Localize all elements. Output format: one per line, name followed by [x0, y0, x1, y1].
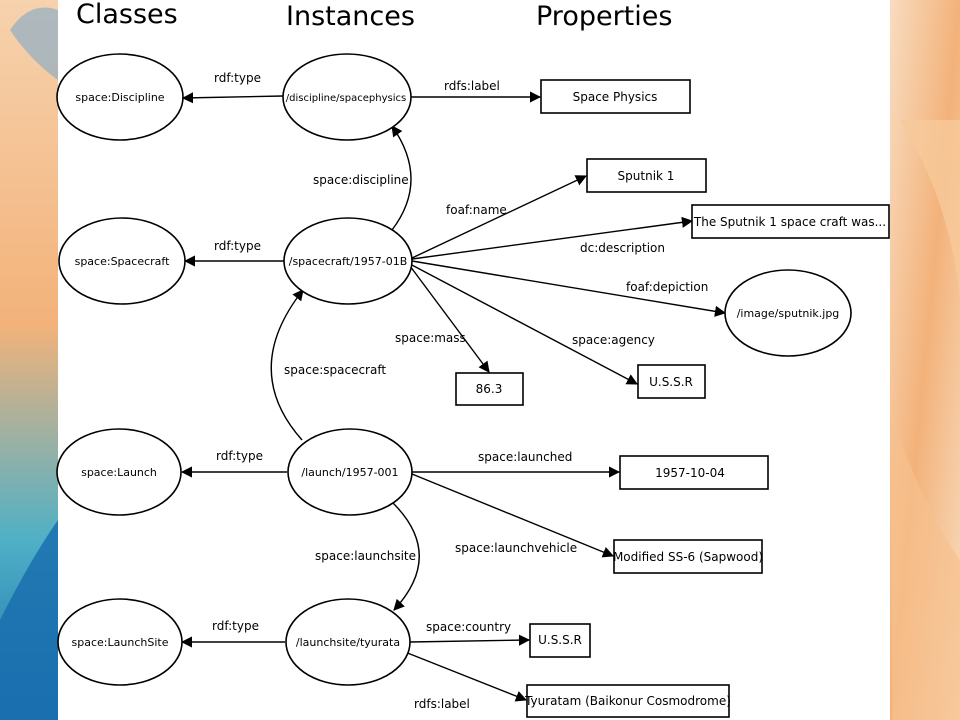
label-space-launchvehicle: space:launchvehicle — [455, 541, 577, 555]
literal-country: U.S.S.R — [529, 623, 591, 658]
literal-site-label: Tyuratam (Baikonur Cosmodrome) — [524, 684, 731, 718]
label-rdf-type-launch: rdf:type — [216, 449, 263, 463]
header-properties: Properties — [536, 1, 672, 32]
instance-node-launch-label: /launch/1957-001 — [301, 466, 398, 479]
class-node-discipline: space:Discipline — [56, 53, 184, 141]
literal-description-text: The Sputnik 1 space craft was... — [693, 215, 886, 229]
literal-space-physics: Space Physics — [540, 79, 691, 114]
instance-node-spacephysics: /discipline/spacephysics — [282, 53, 412, 141]
literal-country-text: U.S.S.R — [538, 633, 582, 647]
label-foaf-depiction: foaf:depiction — [626, 280, 708, 294]
edge-space-agency — [409, 263, 638, 385]
label-rdfs-label-spacephysics: rdfs:label — [444, 79, 500, 93]
edge-foaf-name — [411, 175, 588, 259]
edge-space-launchvehicle — [411, 473, 615, 558]
literal-space-physics-text: Space Physics — [573, 90, 658, 104]
class-nodes: space:Discipline space:Spacecraft space:… — [56, 53, 186, 686]
edge-space-country — [409, 634, 531, 646]
resource-image-label: /image/sputnik.jpg — [737, 307, 840, 320]
label-space-agency: space:agency — [572, 333, 655, 347]
class-node-spacecraft-label: space:Spacecraft — [75, 255, 170, 268]
class-node-launch-label: space:Launch — [81, 466, 157, 479]
resource-image: /image/sputnik.jpg — [724, 269, 852, 357]
label-dc-description: dc:description — [580, 241, 665, 255]
header-instances: Instances — [286, 1, 415, 32]
edge-dc-description — [411, 216, 694, 260]
literal-launched: 1957-10-04 — [619, 455, 769, 490]
edges — [180, 91, 727, 702]
literal-description: The Sputnik 1 space craft was... — [691, 204, 890, 239]
class-node-launchsite: space:LaunchSite — [57, 598, 183, 686]
literal-sputnik-name-text: Sputnik 1 — [618, 169, 675, 183]
header-classes: Classes — [76, 0, 178, 30]
literal-agency-text: U.S.S.R — [649, 375, 693, 389]
instance-node-launchsite-label: /launchsite/tyurata — [296, 636, 400, 649]
edge-labels: rdf:type rdfs:label space:discipline foa… — [212, 71, 708, 711]
edge-space-spacecraft — [270, 289, 304, 441]
left-decor-swirl — [10, 7, 58, 80]
label-rdf-type-launchsite: rdf:type — [212, 619, 259, 633]
literal-vehicle: Modified SS-6 (Sapwood) — [613, 539, 763, 574]
right-decor-wave-lower — [892, 420, 960, 720]
class-node-discipline-label: space:Discipline — [75, 91, 164, 104]
label-space-country: space:country — [426, 620, 511, 634]
label-space-mass: space:mass — [395, 331, 466, 345]
instance-node-spacephysics-label: /discipline/spacephysics — [286, 93, 406, 104]
literal-sputnik-name: Sputnik 1 — [586, 158, 707, 193]
literal-mass: 86.3 — [455, 372, 524, 406]
class-node-launch: space:Launch — [56, 428, 182, 516]
literal-agency: U.S.S.R — [637, 364, 706, 399]
edge-rdf-type-discipline — [181, 92, 284, 104]
literal-site-label-text: Tyuratam (Baikonur Cosmodrome) — [524, 694, 731, 708]
label-space-launchsite: space:launchsite — [315, 549, 416, 563]
edge-space-mass — [409, 265, 490, 373]
edge-foaf-depiction — [411, 260, 727, 317]
label-rdf-type-spacecraft: rdf:type — [214, 239, 261, 253]
instance-node-spacecraft: /spacecraft/1957-01B — [283, 217, 413, 305]
instance-node-spacecraft-label: /spacecraft/1957-01B — [289, 255, 408, 268]
class-node-launchsite-label: space:LaunchSite — [72, 636, 169, 649]
edge-space-discipline — [391, 125, 412, 231]
edge-space-launchsite — [392, 502, 420, 611]
left-decor-wave — [0, 520, 58, 720]
literal-mass-text: 86.3 — [476, 382, 503, 396]
label-space-discipline: space:discipline — [313, 173, 409, 187]
label-space-spacecraft: space:spacecraft — [284, 363, 386, 377]
label-rdfs-label-launchsite: rdfs:label — [414, 697, 470, 711]
instance-node-launchsite: /launchsite/tyurata — [285, 598, 411, 686]
property-nodes: Space Physics Sputnik 1 The Sputnik 1 sp… — [455, 79, 890, 718]
instance-node-launch: /launch/1957-001 — [287, 428, 413, 516]
label-foaf-name: foaf:name — [446, 203, 507, 217]
right-decor-wave — [900, 120, 960, 300]
label-space-launched: space:launched — [478, 450, 572, 464]
class-node-spacecraft: space:Spacecraft — [58, 217, 186, 305]
literal-launched-text: 1957-10-04 — [655, 466, 725, 480]
instance-nodes: /discipline/spacephysics /spacecraft/195… — [282, 53, 413, 686]
edge-rdfs-label-launchsite — [404, 651, 528, 702]
label-rdf-type-discipline: rdf:type — [214, 71, 261, 85]
literal-vehicle-text: Modified SS-6 (Sapwood) — [613, 550, 763, 564]
